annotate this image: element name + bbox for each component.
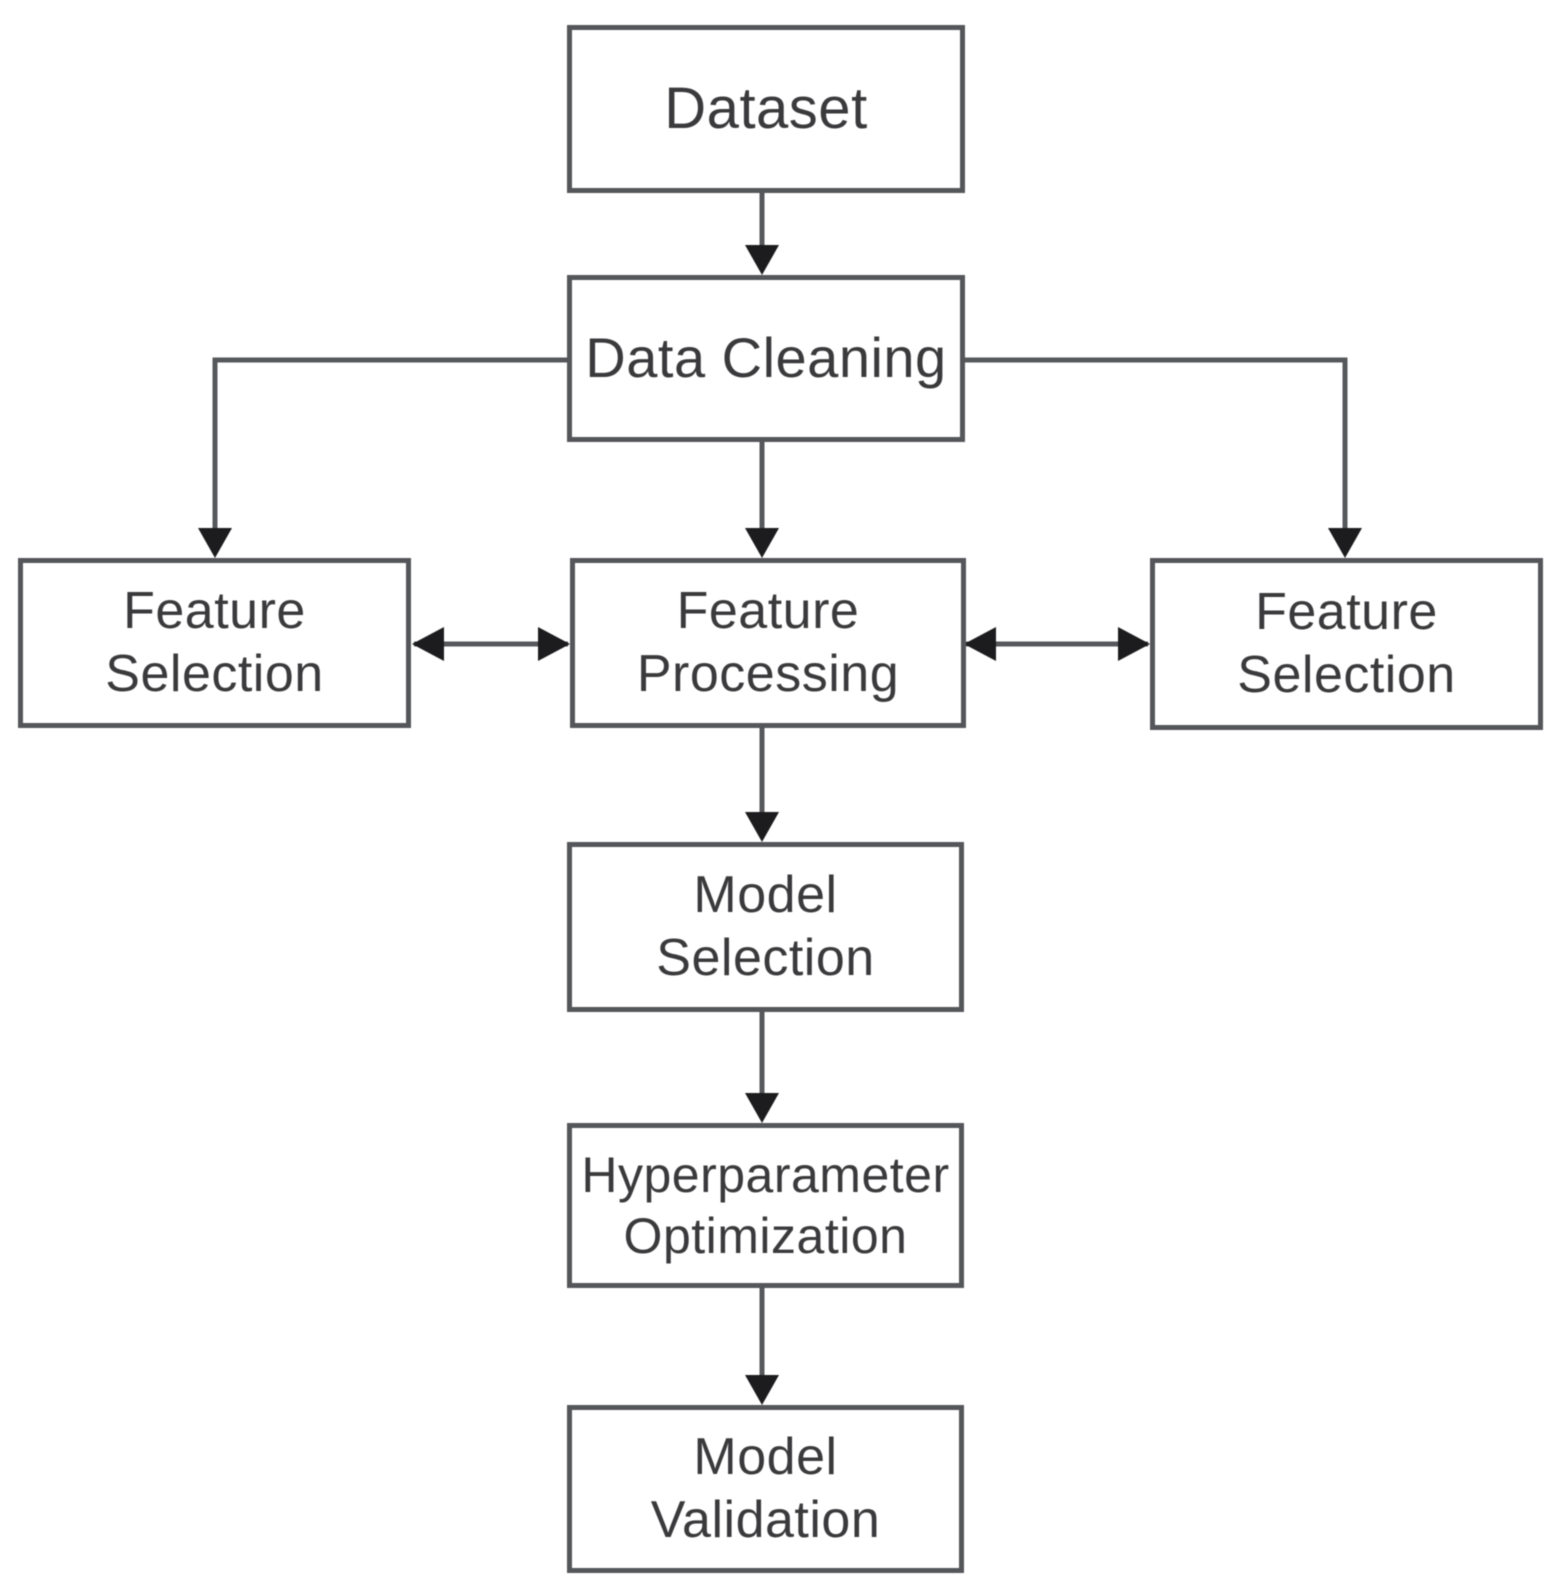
node-label: Hyperparameter Optimization <box>581 1146 950 1264</box>
node-feature-selection-right: Feature Selection <box>1150 558 1543 730</box>
edge-feature-processing-feature-selection-right-bidirectional <box>964 627 1150 661</box>
node-label: Dataset <box>664 75 868 141</box>
node-label: Data Cleaning <box>585 326 947 390</box>
edge-data-cleaning-to-feature-processing <box>745 442 779 558</box>
arrowhead-down-icon <box>1328 528 1362 558</box>
arrowhead-left-icon <box>964 627 996 661</box>
arrowhead-down-icon <box>745 1375 779 1405</box>
node-model-selection: Model Selection <box>567 842 964 1012</box>
arrowhead-down-icon <box>745 245 779 275</box>
edge-line <box>212 357 567 530</box>
arrowhead-down-icon <box>745 528 779 558</box>
edge-feature-selection-left-feature-processing-bidirectional <box>412 627 570 661</box>
node-model-validation: Model Validation <box>567 1405 964 1573</box>
edge-model-selection-to-hyperparameter-optimization <box>745 1012 779 1123</box>
node-label: Feature Selection <box>105 581 324 703</box>
edge-data-cleaning-to-feature-selection-right <box>965 357 1362 558</box>
node-hyperparameter-optimization: Hyperparameter Optimization <box>567 1123 964 1288</box>
arrowhead-right-icon <box>1118 627 1150 661</box>
node-label: Model Selection <box>656 865 875 987</box>
edge-line <box>965 357 1348 530</box>
edge-feature-processing-to-model-selection <box>745 728 779 842</box>
edge-hyperparameter-optimization-to-model-validation <box>745 1288 779 1405</box>
node-label: Feature Processing <box>636 581 900 703</box>
node-data-cleaning: Data Cleaning <box>567 275 965 442</box>
node-feature-selection-left: Feature Selection <box>18 558 411 728</box>
node-label: Feature Selection <box>1237 582 1456 704</box>
edge-data-cleaning-to-feature-selection-left <box>198 357 567 558</box>
edge-dataset-to-data-cleaning <box>745 193 779 275</box>
node-dataset: Dataset <box>567 25 965 193</box>
arrowhead-down-icon <box>745 812 779 842</box>
arrowhead-down-icon <box>198 528 232 558</box>
node-feature-processing: Feature Processing <box>570 558 966 728</box>
arrowhead-down-icon <box>745 1093 779 1123</box>
node-label: Model Validation <box>650 1427 881 1549</box>
arrowhead-left-icon <box>412 627 444 661</box>
arrowhead-right-icon <box>538 627 570 661</box>
